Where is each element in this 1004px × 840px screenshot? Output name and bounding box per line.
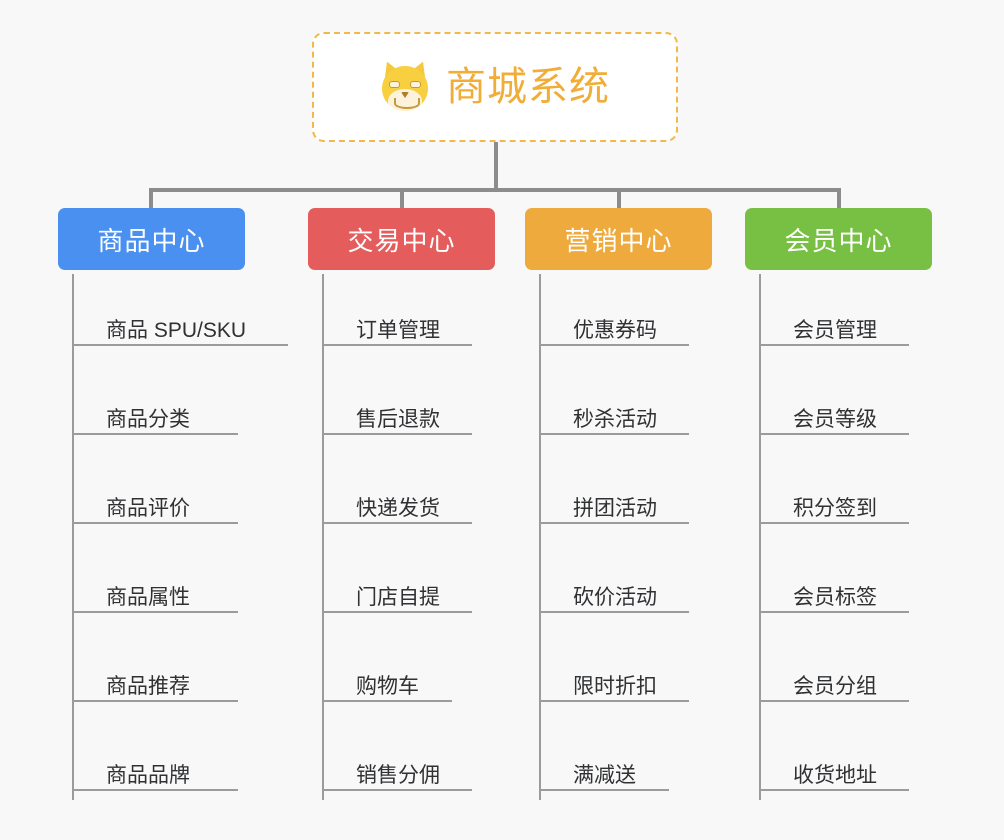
leaf-label: 会员标签 — [793, 586, 877, 609]
leaf-underline — [72, 700, 238, 702]
leaf-label: 商品分类 — [106, 408, 190, 431]
group-header-label: 营销中心 — [564, 225, 673, 256]
leaf-underline — [72, 611, 238, 613]
group-header-label: 交易中心 — [347, 225, 456, 256]
leaf-underline — [759, 433, 909, 435]
group-header-label: 商品中心 — [97, 225, 206, 256]
leaf-underline — [759, 522, 909, 524]
leaf-label: 商品属性 — [106, 586, 190, 609]
leaf-underline — [759, 700, 909, 702]
group-header-4[interactable]: 会员中心 — [745, 208, 932, 270]
group-header-3[interactable]: 营销中心 — [525, 208, 712, 270]
leaf-underline — [322, 522, 472, 524]
leaf-label: 商品评价 — [106, 497, 190, 520]
leaf-underline — [759, 611, 909, 613]
connector-drop-3 — [617, 188, 621, 210]
leaf-underline — [539, 433, 689, 435]
leaf-label: 门店自提 — [356, 586, 440, 609]
connector-bus — [149, 188, 841, 192]
group-spine-4 — [759, 274, 761, 800]
leaf-underline — [322, 789, 472, 791]
leaf-underline — [72, 344, 288, 346]
group-spine-3 — [539, 274, 541, 800]
leaf-underline — [322, 611, 472, 613]
leaf-label: 会员分组 — [793, 675, 877, 698]
leaf-label: 积分签到 — [793, 497, 877, 520]
leaf-label: 限时折扣 — [573, 675, 657, 698]
leaf-label: 商品推荐 — [106, 675, 190, 698]
leaf-label: 砍价活动 — [573, 586, 657, 609]
connector-drop-1 — [149, 188, 153, 210]
leaf-label: 商品 SPU/SKU — [106, 319, 247, 342]
shiba-dog-face-icon — [378, 58, 432, 112]
leaf-underline — [72, 433, 238, 435]
leaf-underline — [759, 789, 909, 791]
leaf-underline — [539, 789, 669, 791]
connector-drop-2 — [400, 188, 404, 210]
leaf-label: 售后退款 — [356, 408, 440, 431]
leaf-underline — [322, 700, 452, 702]
connector-drop-4 — [837, 188, 841, 210]
leaf-label: 会员等级 — [793, 408, 877, 431]
leaf-underline — [759, 344, 909, 346]
leaf-underline — [539, 700, 689, 702]
leaf-label: 快递发货 — [356, 497, 440, 520]
leaf-label: 会员管理 — [793, 319, 877, 342]
group-spine-1 — [72, 274, 74, 800]
leaf-label: 优惠券码 — [573, 319, 657, 342]
leaf-label: 收货地址 — [793, 764, 877, 787]
leaf-label: 拼团活动 — [573, 497, 657, 520]
root-node[interactable]: 商城系统 — [312, 32, 678, 142]
leaf-underline — [72, 789, 238, 791]
leaf-underline — [539, 344, 689, 346]
leaf-label: 商品品牌 — [106, 764, 190, 787]
group-spine-2 — [322, 274, 324, 800]
leaf-label: 订单管理 — [356, 319, 440, 342]
leaf-underline — [72, 522, 238, 524]
leaf-underline — [539, 522, 689, 524]
group-header-1[interactable]: 商品中心 — [58, 208, 245, 270]
leaf-label: 购物车 — [356, 675, 419, 698]
leaf-label: 满减送 — [573, 764, 636, 787]
leaf-label: 销售分佣 — [356, 764, 440, 787]
root-title: 商城系统 — [446, 65, 610, 109]
connector-root-stem — [494, 142, 498, 192]
leaf-underline — [322, 433, 472, 435]
leaf-label: 秒杀活动 — [573, 408, 657, 431]
leaf-underline — [539, 611, 689, 613]
group-header-label: 会员中心 — [784, 225, 893, 256]
leaf-underline — [322, 344, 472, 346]
group-header-2[interactable]: 交易中心 — [308, 208, 495, 270]
